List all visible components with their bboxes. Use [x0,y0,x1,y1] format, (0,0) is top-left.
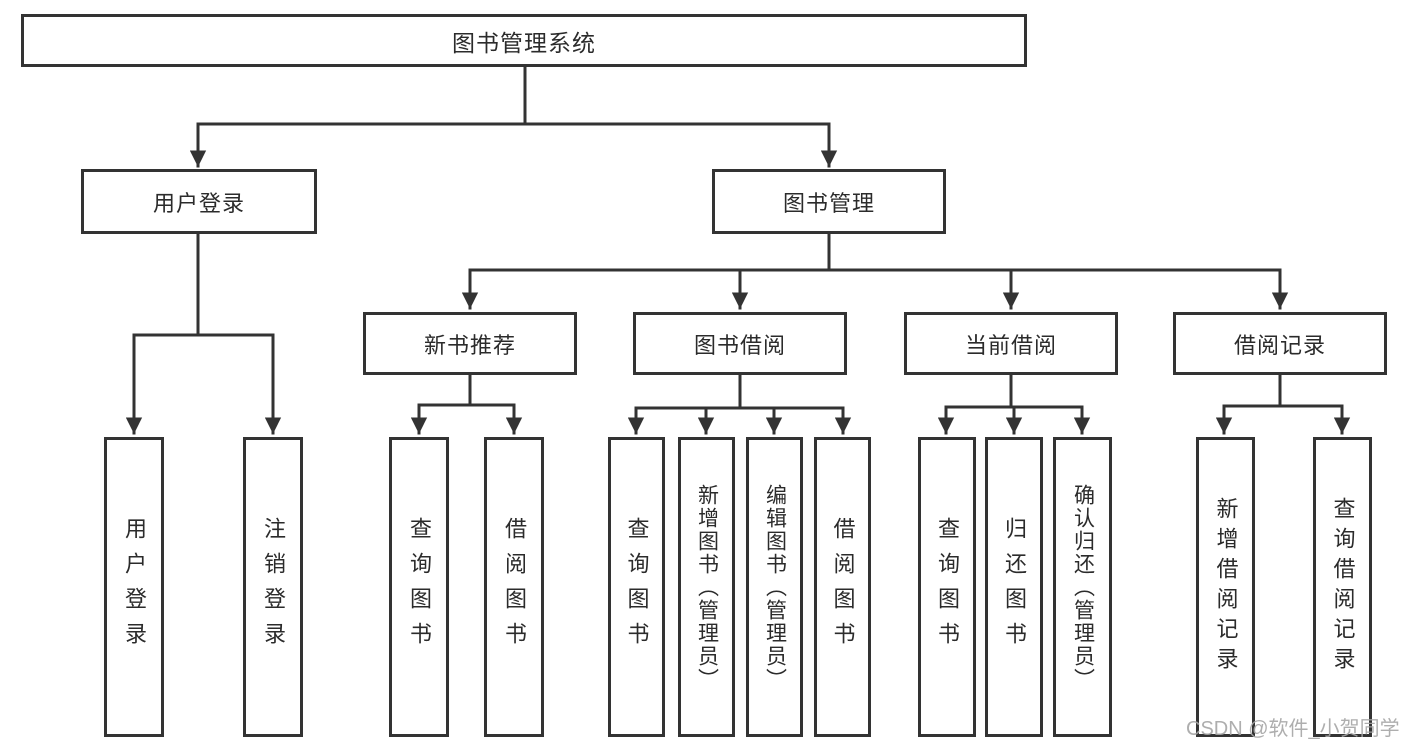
node-label: 借阅图书 [830,517,856,657]
node-label: 编辑图书（管理员） [763,483,787,691]
node-label: 新书推荐 [423,332,516,358]
node-label: 查询图书 [407,517,432,657]
leaf-query-books-1: 查询图书 [389,437,449,737]
leaf-logout: 注销登录 [243,437,303,737]
node-label: 借阅图书 [502,517,527,657]
node-label: 归还图书 [1002,517,1027,657]
leaf-add-borrow-record: 新增借阅记录 [1196,437,1255,737]
leaf-query-borrow-record: 查询借阅记录 [1313,437,1372,737]
leaf-borrow-books-1: 借阅图书 [484,437,544,737]
leaf-add-book-admin: 新增图书（管理员） [678,437,735,737]
node-label: 用户登录 [122,517,147,657]
node-label: 查询图书 [624,517,650,657]
leaf-return-book: 归还图书 [985,437,1043,737]
leaf-borrow-books-2: 借阅图书 [814,437,871,737]
node-root: 图书管理系统 [21,14,1027,67]
node-label: 查询借阅记录 [1330,497,1356,677]
node-label: 图书借阅 [693,332,786,358]
node-new-book-recommend: 新书推荐 [363,312,577,375]
connector-group [125,65,1351,435]
leaf-edit-book-admin: 编辑图书（管理员） [746,437,803,737]
node-label: 新增借阅记录 [1213,497,1239,677]
node-label: 用户登录 [152,190,245,216]
node-label: 新增图书（管理员） [695,483,719,691]
node-label: 借阅记录 [1233,332,1326,358]
leaf-query-books-2: 查询图书 [608,437,665,737]
node-label: 注销登录 [261,517,286,657]
node-label: 图书管理 [782,190,875,216]
node-current-borrow: 当前借阅 [904,312,1118,375]
leaf-query-books-3: 查询图书 [918,437,976,737]
node-user-login-branch: 用户登录 [81,169,317,234]
node-book-management-branch: 图书管理 [712,169,946,234]
node-label: 当前借阅 [964,332,1057,358]
node-label: 图书管理系统 [452,29,596,56]
watermark: CSDN @软件_小贺同学 [1186,718,1400,740]
node-label: 查询图书 [935,517,960,657]
leaf-user-login: 用户登录 [104,437,164,737]
node-borrow-records: 借阅记录 [1173,312,1387,375]
leaf-confirm-return-admin: 确认归还（管理员） [1053,437,1112,737]
node-book-borrow: 图书借阅 [633,312,847,375]
node-label: 确认归还（管理员） [1071,483,1095,691]
